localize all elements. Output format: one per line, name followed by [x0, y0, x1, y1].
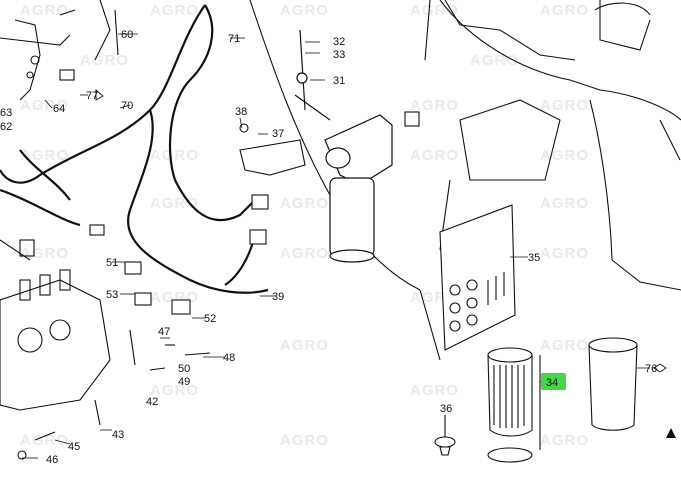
callout-36: 36	[440, 403, 452, 415]
callout-37: 37	[272, 128, 284, 140]
callout-50: 50	[178, 363, 190, 375]
svg-text:AGRO: AGRO	[280, 432, 329, 449]
callout-77: 77	[86, 90, 98, 102]
svg-text:AGRO: AGRO	[280, 245, 329, 262]
svg-text:AGRO: AGRO	[410, 97, 459, 114]
svg-text:AGRO: AGRO	[150, 382, 199, 399]
callout-42: 42	[146, 396, 158, 408]
svg-text:AGRO: AGRO	[470, 52, 519, 69]
service-kit-card	[439, 204, 516, 351]
callout-64: 64	[53, 103, 65, 115]
callout-39: 39	[272, 291, 284, 303]
connectors	[59, 69, 420, 315]
svg-text:AGRO: AGRO	[540, 147, 589, 164]
callout-49: 49	[178, 376, 190, 388]
svg-text:AGRO: AGRO	[540, 432, 589, 449]
leader-lines	[22, 33, 650, 459]
svg-text:AGRO: AGRO	[20, 2, 69, 19]
callout-60: 60	[121, 29, 133, 41]
callout-35: 35	[528, 252, 540, 264]
warning-triangle-icon	[666, 428, 676, 438]
svg-text:AGRO: AGRO	[20, 245, 69, 262]
svg-text:AGRO: AGRO	[540, 97, 589, 114]
svg-text:AGRO: AGRO	[410, 147, 459, 164]
callout-33: 33	[333, 49, 345, 61]
svg-text:AGRO: AGRO	[80, 52, 129, 69]
callout-76: 76	[645, 363, 657, 375]
mounting-bracket	[239, 123, 306, 176]
callout-70: 70	[121, 100, 133, 112]
callout-labels: 60 71 32 33 31 77 70 63 64 62 38 37 35 5…	[0, 29, 676, 466]
callout-43: 43	[112, 429, 124, 441]
callout-32: 32	[333, 36, 345, 48]
svg-text:AGRO: AGRO	[540, 195, 589, 212]
callout-45: 45	[68, 441, 80, 453]
callout-62: 62	[0, 121, 12, 133]
svg-text:AGRO: AGRO	[280, 337, 329, 354]
svg-text:AGRO: AGRO	[150, 147, 199, 164]
injection-pump	[0, 239, 211, 460]
svg-text:AGRO: AGRO	[540, 337, 589, 354]
svg-text:AGRO: AGRO	[280, 2, 329, 19]
callout-34[interactable]: 34	[546, 377, 558, 389]
svg-text:AGRO: AGRO	[410, 382, 459, 399]
bracket-assembly-top-left	[0, 0, 119, 101]
svg-text:AGRO: AGRO	[20, 97, 69, 114]
callout-71: 71	[228, 33, 240, 45]
triangle-icon	[95, 89, 104, 101]
filter-bowl	[588, 337, 638, 431]
svg-text:AGRO: AGRO	[540, 2, 589, 19]
svg-text:AGRO: AGRO	[20, 432, 69, 449]
svg-text:AGRO: AGRO	[540, 245, 589, 262]
callout-51: 51	[106, 257, 118, 269]
callout-31: 31	[333, 75, 345, 87]
fuel-filter-housing	[294, 29, 393, 263]
callout-34-highlight	[541, 373, 566, 390]
svg-text:AGRO: AGRO	[20, 147, 69, 164]
svg-text:AGRO: AGRO	[410, 2, 459, 19]
svg-text:AGRO: AGRO	[150, 2, 199, 19]
diamond-icon	[653, 363, 667, 373]
svg-text:AGRO: AGRO	[150, 195, 199, 212]
callout-53: 53	[106, 289, 118, 301]
callout-46: 46	[46, 454, 58, 466]
callout-52: 52	[204, 313, 216, 325]
svg-text:AGRO: AGRO	[280, 195, 329, 212]
drain-plug	[434, 415, 456, 456]
callout-47: 47	[158, 326, 170, 338]
callout-48: 48	[223, 352, 235, 364]
filter-element	[487, 347, 541, 463]
callout-63: 63	[0, 107, 12, 119]
callout-38: 38	[235, 106, 247, 118]
